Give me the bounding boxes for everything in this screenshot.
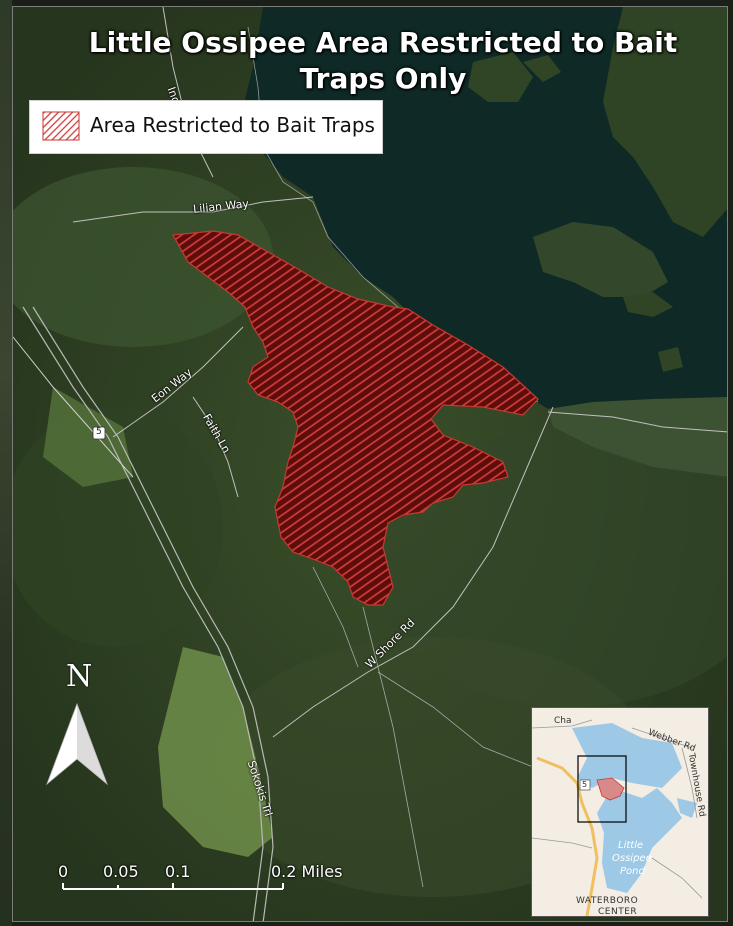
inset-label-lake-line2: Ossipee	[612, 853, 652, 864]
trail	[377, 671, 534, 768]
road-w-shore-rd	[272, 406, 554, 738]
map-title-line1: Little Ossipee Area Restricted to Bait	[88, 26, 678, 59]
inset-road	[631, 727, 693, 749]
north-arrow-icon	[46, 702, 108, 786]
map-legend: Area Restricted to Bait Traps	[29, 100, 383, 154]
map-title-line2: Traps Only	[299, 62, 467, 95]
road-eon-way	[112, 326, 244, 438]
inset-lake-south	[597, 788, 682, 893]
legend-label: Area Restricted to Bait Traps	[90, 113, 375, 137]
forest-patch	[373, 427, 727, 707]
trail	[362, 606, 424, 888]
inset-label-lake-line3: Pond	[620, 866, 645, 877]
open-field	[158, 647, 273, 857]
peninsula	[533, 222, 668, 297]
island	[658, 347, 683, 372]
inset-label-place-line1: WATERBORO	[576, 896, 639, 906]
scale-bar-graphic	[62, 883, 284, 890]
inset-bay	[677, 798, 697, 818]
inset-road	[532, 837, 593, 849]
road-sokokis-trl	[22, 306, 264, 921]
inset-road	[651, 857, 703, 899]
trail	[312, 566, 359, 668]
island	[623, 292, 673, 317]
north-letter: N	[66, 659, 93, 694]
scale-tick-0-1: 0.1	[165, 862, 191, 881]
road-lilian-way	[72, 196, 314, 223]
map-frame[interactable]: Ind Lilian Way Eon Way Faith Ln W Shore …	[12, 6, 728, 922]
inset-road	[532, 719, 593, 729]
inset-road	[681, 747, 698, 819]
island	[523, 55, 561, 82]
inset-label-place-line2: CENTER	[598, 907, 638, 917]
scale-tick-0-05: 0.05	[103, 862, 139, 881]
scale-tick-0: 0	[58, 862, 69, 881]
inset-label-route-5: 5	[582, 780, 588, 789]
inset-route-5-shield-icon	[579, 779, 591, 791]
inset-lake-north	[572, 723, 682, 788]
inset-restricted-area	[596, 777, 625, 801]
route-5-shield-icon	[92, 426, 106, 440]
shore-east	[548, 397, 727, 477]
scale-tick-0-2-miles: 0.2 Miles	[271, 862, 343, 881]
open-field	[43, 387, 133, 487]
adjacent-imagery-strip	[0, 0, 12, 926]
route-5-label: 5	[96, 427, 102, 437]
inset-road-route-5	[536, 756, 599, 916]
road-route-5	[13, 336, 134, 478]
inset-label-lake-line1: Little	[618, 840, 644, 851]
inset-label-cha: Cha	[554, 716, 572, 726]
scale-bar: 0 0.05 0.1 0.2 Miles	[53, 862, 373, 907]
road-sokokis-trl-edge	[32, 306, 274, 921]
legend-hatch-swatch-icon	[42, 111, 80, 141]
island	[468, 52, 533, 102]
restricted-area-polygon[interactable]	[172, 230, 539, 606]
road-east-shore	[547, 411, 727, 433]
peninsula	[603, 7, 727, 237]
inset-map-graphic	[532, 708, 708, 916]
map-title: Little Ossipee Area Restricted to Bait T…	[83, 25, 683, 97]
inset-extent-box	[577, 755, 627, 823]
road-faith-ln	[192, 396, 239, 498]
locator-inset-map: Cha Webber Rd Townhouse Rd 5 Little Ossi…	[531, 707, 709, 917]
